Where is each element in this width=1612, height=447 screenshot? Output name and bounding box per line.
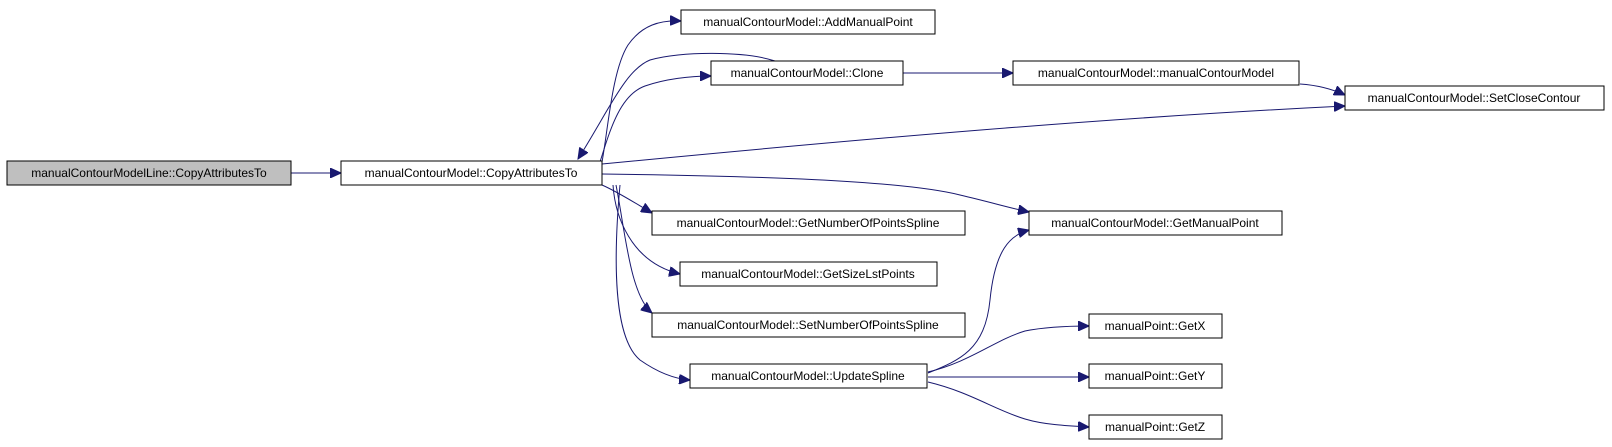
node-clone-label: manualContourModel::Clone <box>731 66 884 80</box>
node-get-size-lst-points-label: manualContourModel::GetSizeLstPoints <box>701 267 914 281</box>
node-get-number-of-points-spline[interactable]: manualContourModel::GetNumberOfPointsSpl… <box>651 210 966 236</box>
edge-update-spline-to-get-z <box>927 381 1089 427</box>
node-get-manual-point-label: manualContourModel::GetManualPoint <box>1051 216 1259 230</box>
node-add-manual-point-box <box>680 9 936 35</box>
node-root[interactable]: manualContourModelLine::CopyAttributesTo <box>6 160 292 186</box>
node-copy-attributes-to-label: manualContourModel::CopyAttributesTo <box>365 166 578 180</box>
node-get-x-box <box>1088 313 1223 339</box>
node-constructor-box <box>1012 60 1300 86</box>
node-get-number-of-points-spline-box <box>651 210 966 236</box>
nodes: manualContourModelLine::CopyAttributesTo… <box>6 9 1605 440</box>
node-get-z-box <box>1088 414 1223 440</box>
node-set-number-of-points-spline-box <box>651 312 966 338</box>
node-set-close-contour-label: manualContourModel::SetCloseContour <box>1368 91 1581 105</box>
node-copy-attributes-to[interactable]: manualContourModel::CopyAttributesTo <box>340 160 603 186</box>
edge-update-spline-to-get-manual-point <box>927 230 1029 374</box>
edge-copy-attributes-to-to-add-manual-point <box>601 21 681 163</box>
node-get-manual-point[interactable]: manualContourModel::GetManualPoint <box>1028 210 1283 236</box>
node-set-close-contour[interactable]: manualContourModel::SetCloseContour <box>1344 85 1605 111</box>
node-get-size-lst-points-box <box>679 261 938 287</box>
node-get-z[interactable]: manualPoint::GetZ <box>1088 414 1223 440</box>
node-root-label: manualContourModelLine::CopyAttributesTo <box>31 166 267 180</box>
node-copy-attributes-to-box <box>340 160 603 186</box>
node-get-y[interactable]: manualPoint::GetY <box>1088 363 1223 389</box>
edge-copy-attributes-to-to-set-close-contour <box>601 106 1345 165</box>
node-get-x-label: manualPoint::GetX <box>1105 319 1206 333</box>
node-get-y-box <box>1088 363 1223 389</box>
node-set-number-of-points-spline-label: manualContourModel::SetNumberOfPointsSpl… <box>677 318 939 332</box>
edges <box>291 21 1345 427</box>
node-clone[interactable]: manualContourModel::Clone <box>710 60 904 86</box>
node-get-z-label: manualPoint::GetZ <box>1105 420 1205 434</box>
node-get-manual-point-box <box>1028 210 1283 236</box>
node-add-manual-point-label: manualContourModel::AddManualPoint <box>703 15 913 29</box>
node-get-x[interactable]: manualPoint::GetX <box>1088 313 1223 339</box>
node-clone-box <box>710 60 904 86</box>
node-root-box <box>6 160 292 186</box>
node-update-spline-box <box>689 363 928 389</box>
edge-copy-attributes-to-to-set-number-of-points-spline <box>615 184 652 313</box>
edge-copy-attributes-to-to-get-number-of-points-spline <box>601 184 652 213</box>
node-get-y-label: manualPoint::GetY <box>1105 369 1206 383</box>
node-add-manual-point[interactable]: manualContourModel::AddManualPoint <box>680 9 936 35</box>
edge-clone-to-copy-attributes-to <box>578 52 776 159</box>
edge-copy-attributes-to-to-get-size-lst-points <box>612 184 680 274</box>
edge-copy-attributes-to-to-get-manual-point <box>601 173 1029 212</box>
node-get-number-of-points-spline-label: manualContourModel::GetNumberOfPointsSpl… <box>677 216 940 230</box>
node-set-close-contour-box <box>1344 85 1605 111</box>
node-constructor-label: manualContourModel::manualContourModel <box>1038 66 1274 80</box>
node-get-size-lst-points[interactable]: manualContourModel::GetSizeLstPoints <box>679 261 938 287</box>
node-set-number-of-points-spline[interactable]: manualContourModel::SetNumberOfPointsSpl… <box>651 312 966 338</box>
node-constructor[interactable]: manualContourModel::manualContourModel <box>1012 60 1300 86</box>
edge-copy-attributes-to-to-clone <box>599 76 711 163</box>
edge-update-spline-to-get-x <box>927 326 1089 373</box>
node-update-spline-label: manualContourModel::UpdateSpline <box>711 369 905 383</box>
edge-constructor-to-set-close-contour <box>1299 83 1345 95</box>
node-update-spline[interactable]: manualContourModel::UpdateSpline <box>689 363 928 389</box>
edge-copy-attributes-to-to-update-spline <box>615 184 690 380</box>
